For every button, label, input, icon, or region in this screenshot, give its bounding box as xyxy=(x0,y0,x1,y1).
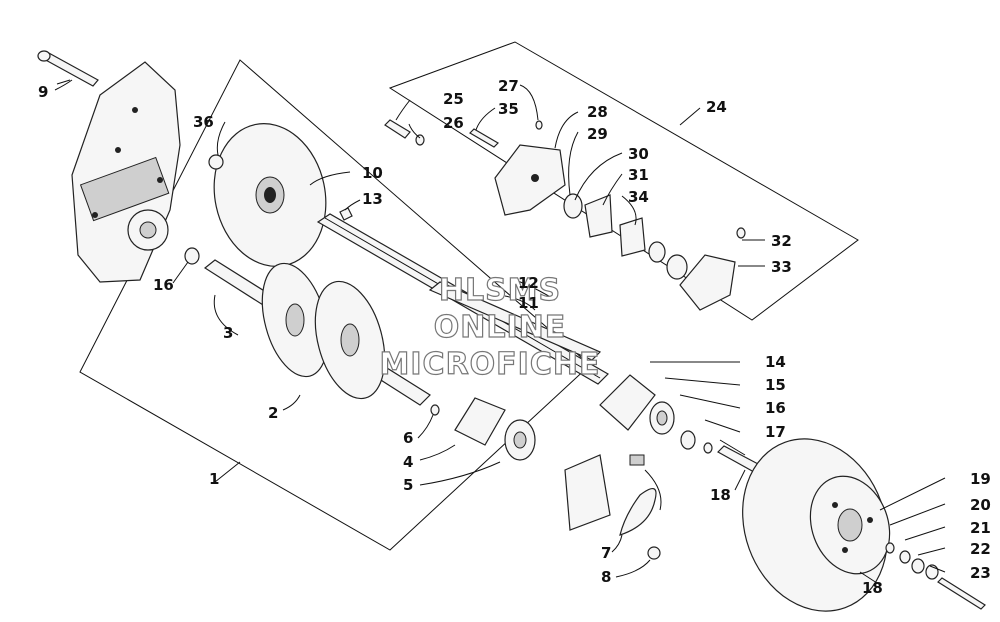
watermark-line-3: MICROFICHE xyxy=(380,347,601,382)
callout-10: 10 xyxy=(362,164,383,182)
callout-18-lower: 18 xyxy=(862,579,883,597)
callout-28: 28 xyxy=(587,103,608,121)
callout-labels: 1 2 3 4 5 6 7 8 9 10 11 12 13 14 15 16 1… xyxy=(38,77,991,597)
speed-sensor xyxy=(564,454,662,560)
callout-20: 20 xyxy=(970,496,991,514)
watermark-line-1: HLSMS xyxy=(439,273,561,308)
callout-31: 31 xyxy=(628,166,649,184)
callout-32: 32 xyxy=(771,232,792,250)
callout-1: 1 xyxy=(209,470,219,488)
callout-12: 12 xyxy=(518,274,539,292)
callout-26: 26 xyxy=(443,114,464,132)
callout-30: 30 xyxy=(628,145,649,163)
callout-9: 9 xyxy=(38,83,48,101)
callout-36: 36 xyxy=(193,113,214,131)
callout-16-lower: 16 xyxy=(153,276,174,294)
small-hardware xyxy=(184,154,602,361)
callout-16-upper: 16 xyxy=(765,399,786,417)
gearcase-bolt xyxy=(37,50,99,87)
callout-33: 33 xyxy=(771,258,792,276)
callout-34: 34 xyxy=(628,188,649,206)
callout-23: 23 xyxy=(970,564,991,582)
watermark: HLSMS ONLINE MICROFICHE xyxy=(379,272,601,382)
callout-25: 25 xyxy=(443,90,464,108)
brake-caliper-assembly xyxy=(384,119,746,311)
callout-22: 22 xyxy=(970,540,991,558)
callout-21: 21 xyxy=(970,519,991,537)
gearcase-housing xyxy=(71,61,181,283)
callout-17: 17 xyxy=(765,423,786,441)
brake-disc xyxy=(213,123,327,267)
callout-8: 8 xyxy=(601,568,611,586)
callout-7: 7 xyxy=(601,544,611,562)
callout-19: 19 xyxy=(970,470,991,488)
callout-14: 14 xyxy=(765,353,786,371)
bearing-flange xyxy=(430,397,536,461)
callout-4: 4 xyxy=(403,453,413,471)
drive-shaft-and-sprockets xyxy=(203,259,431,406)
leader-lines xyxy=(54,79,946,586)
callout-29: 29 xyxy=(587,125,608,143)
shaft-flange-plate xyxy=(599,374,761,473)
callout-2: 2 xyxy=(268,404,278,422)
callout-15: 15 xyxy=(765,376,786,394)
callout-27: 27 xyxy=(498,77,519,95)
watermark-line-2: ONLINE xyxy=(434,310,567,345)
callout-13: 13 xyxy=(362,190,383,208)
driven-clutch xyxy=(742,438,891,612)
callout-18-upper: 18 xyxy=(710,486,731,504)
callout-11: 11 xyxy=(518,294,539,312)
callout-6: 6 xyxy=(403,429,413,447)
callout-35: 35 xyxy=(498,100,519,118)
callout-3: 3 xyxy=(223,324,233,342)
callout-5: 5 xyxy=(403,476,413,494)
callout-24: 24 xyxy=(706,98,727,116)
